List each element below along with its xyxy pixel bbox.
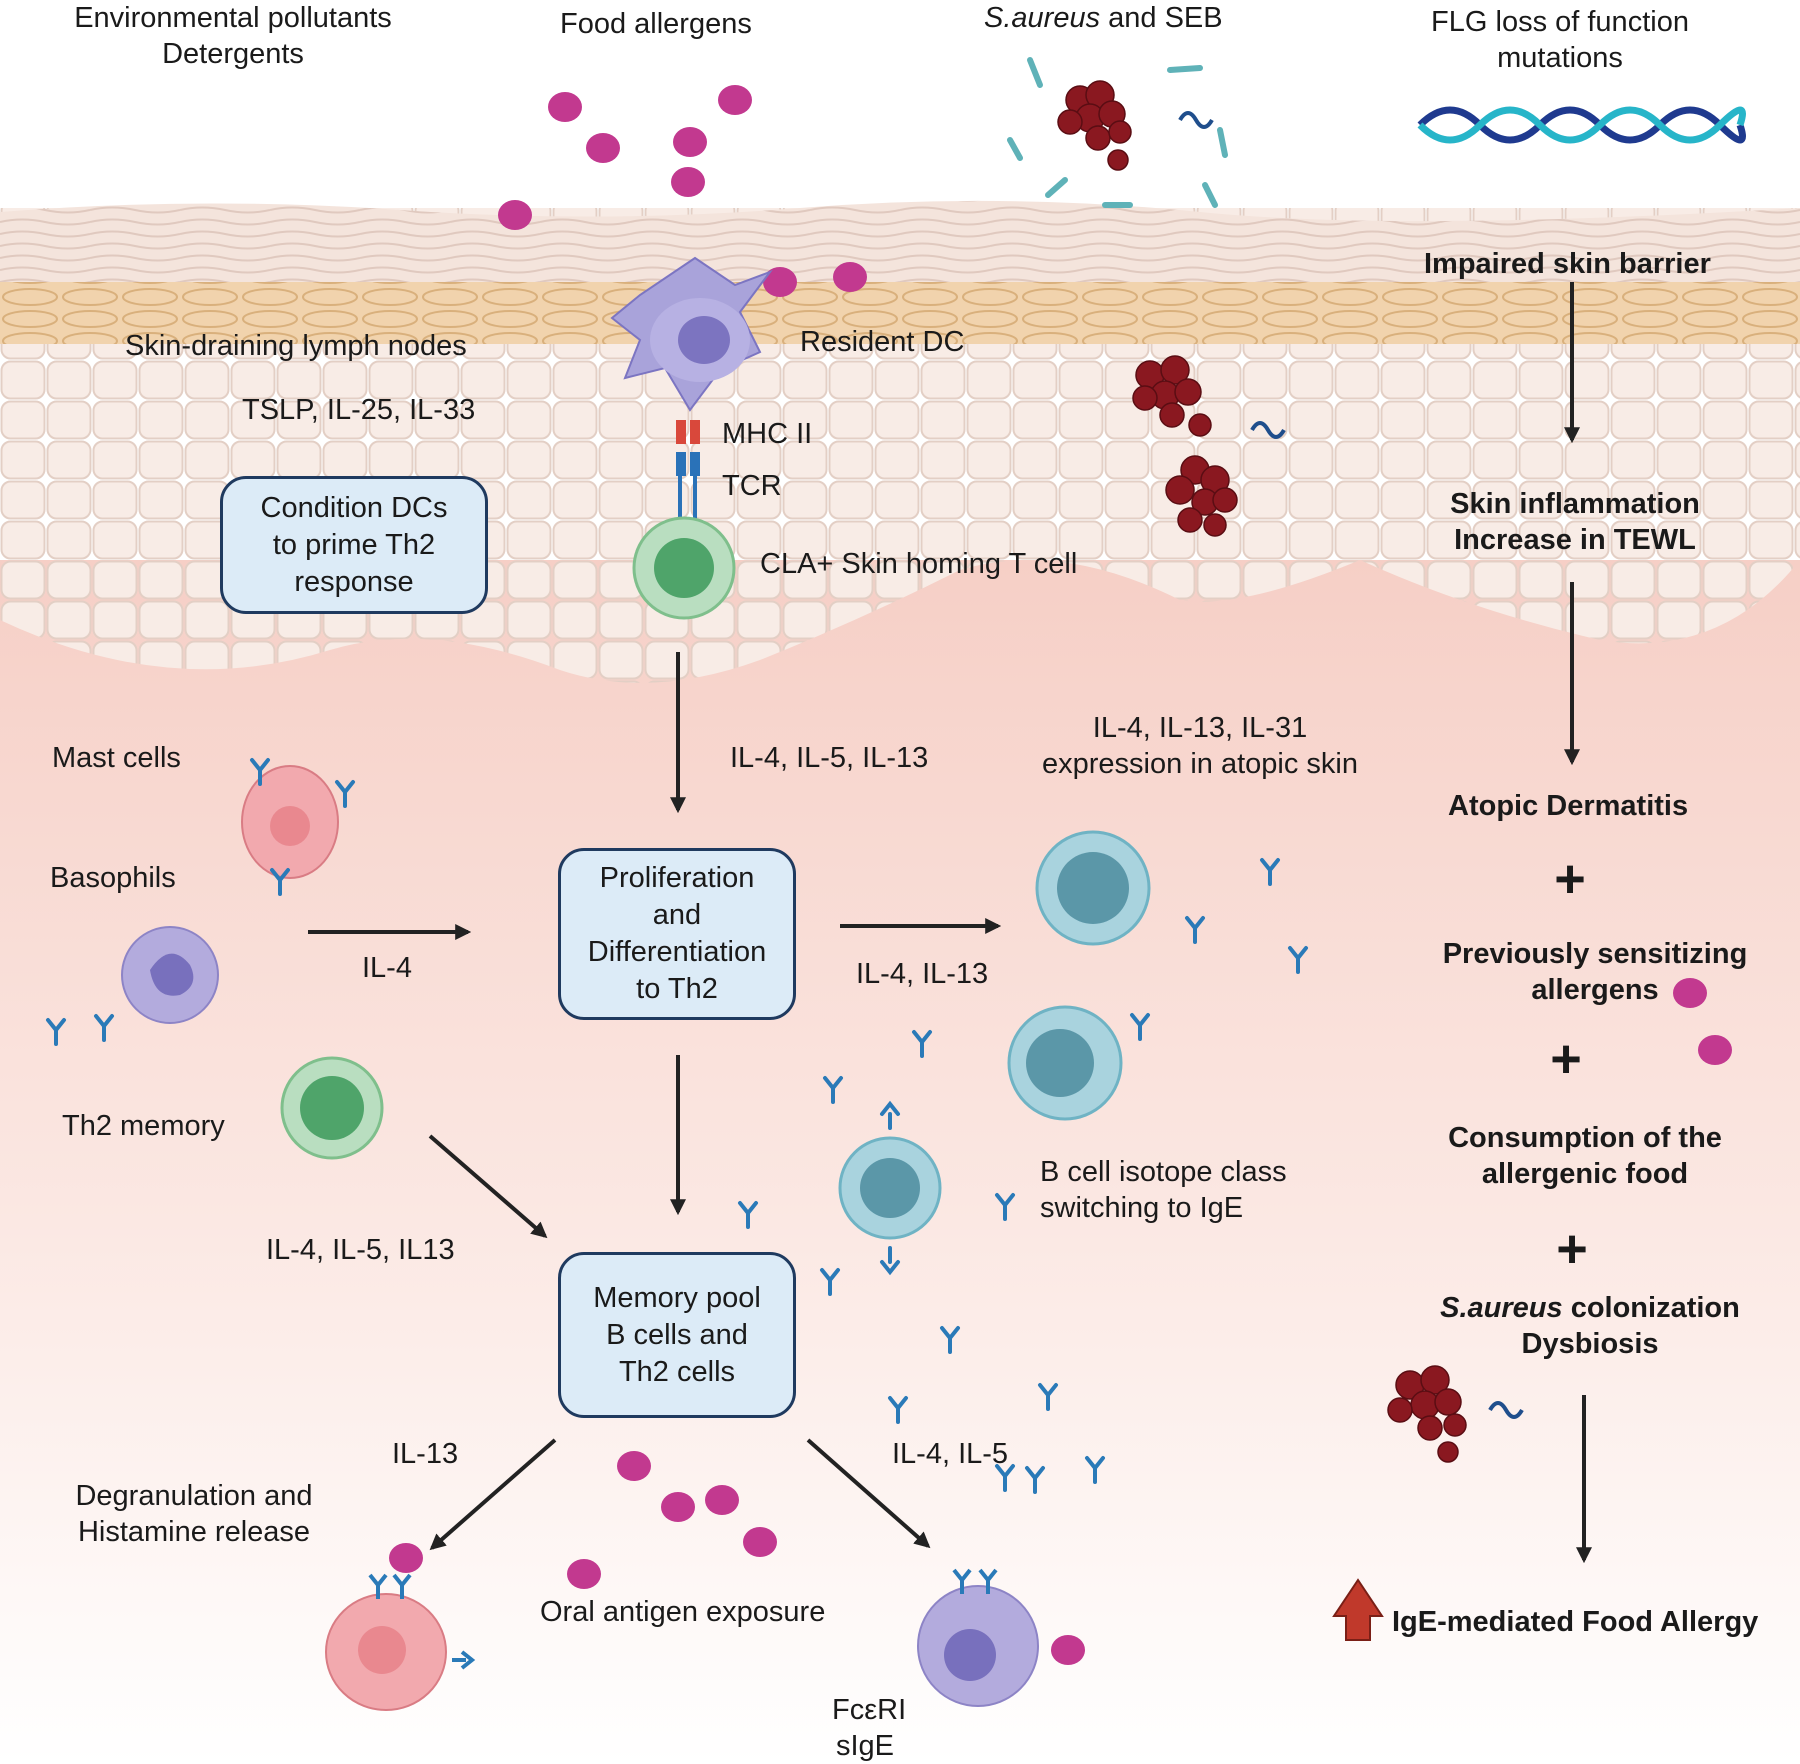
saureus-seb-label: S.aureus and SEB [984, 0, 1223, 36]
degranulating-mast-cell-icon [325, 1573, 476, 1711]
proliferation-box: Proliferation and Differentiation to Th2 [558, 848, 796, 1020]
il-4-13-label: IL-4, IL-13 [856, 958, 989, 990]
increase-arrow-icon [1332, 1578, 1384, 1641]
flow-arrows [308, 282, 1592, 1564]
allergen-particles [389, 85, 1732, 1665]
memory-pool-box: Memory pool B cells and Th2 cells [558, 1252, 796, 1418]
b-cell-switching-icon [1007, 1005, 1123, 1121]
fceri-label: FcεRI [832, 1694, 907, 1726]
il-4-5-13-label: IL-4, IL-5, IL-13 [730, 742, 929, 774]
pollutants-label: Environmental pollutants Detergents [74, 2, 392, 70]
saureus-skin-cluster-icon [1132, 355, 1238, 537]
flg-label: FLG loss of function mutations [1431, 6, 1689, 74]
atopic-dermatitis-label: Atopic Dermatitis [1448, 790, 1689, 822]
plus-sign: + [1556, 1219, 1588, 1279]
activated-basophil-icon [917, 1568, 1039, 1707]
dysbiosis-label: Dysbiosis [1521, 1328, 1659, 1360]
mast-cells-label: Mast cells [52, 742, 181, 774]
condition-dcs-box: Condition DCs to prime Th2 response [220, 476, 488, 614]
mast-cell-icon [241, 765, 339, 879]
ige-antibody-icons [46, 758, 1308, 1494]
saureus-italic: S.aureus [984, 2, 1101, 34]
b-cell-switching-label: B cell isotope class switching to IgE [1040, 1156, 1287, 1224]
il-4-5-il13-label: IL-4, IL-5, IL13 [266, 1234, 455, 1266]
consumption-label: Consumption of the allergenic food [1448, 1122, 1722, 1190]
oral-antigen-label: Oral antigen exposure [540, 1596, 826, 1628]
il-13-label: IL-13 [392, 1438, 459, 1470]
tcr-label: TCR [722, 470, 782, 502]
saureus-cluster-icon [1057, 80, 1132, 171]
sige-label: sIgE [836, 1730, 895, 1762]
plus-sign: + [1554, 849, 1586, 909]
t-cell-icon [632, 516, 736, 620]
colonization-text: colonization [1562, 1292, 1740, 1324]
impaired-barrier-label: Impaired skin barrier [1424, 248, 1711, 280]
th2-memory-label: Th2 memory [62, 1110, 225, 1142]
cytokines-label: TSLP, IL-25, IL-33 [242, 394, 476, 426]
basophils-label: Basophils [50, 862, 176, 894]
th2-memory-cell-icon [280, 1056, 384, 1160]
basophil-icon [121, 926, 219, 1024]
b-cell-icon [1035, 830, 1151, 946]
dendritic-cell-icon [610, 256, 773, 412]
saureus-colonization-label: S.aureus colonization [1420, 1290, 1760, 1326]
il-4-5-label: IL-4, IL-5 [892, 1438, 1009, 1470]
atopic-skin-cytokines-label: IL-4, IL-13, IL-31 expression in atopic … [1042, 712, 1358, 780]
resident-dc-label: Resident DC [800, 326, 965, 358]
il-4-label: IL-4 [362, 952, 412, 984]
mhc-label: MHC II [722, 418, 813, 450]
food-allergy-label: IgE-mediated Food Allergy [1392, 1606, 1759, 1638]
saureus-italic: S.aureus [1440, 1292, 1563, 1324]
lymph-nodes-label: Skin-draining lymph nodes [125, 330, 467, 362]
t-cell-label: CLA+ Skin homing T cell [760, 548, 1078, 580]
dna-helix-icon [1417, 106, 1746, 144]
seb-text: and SEB [1100, 2, 1223, 34]
plus-sign: + [1550, 1029, 1582, 1089]
saureus-dysbiosis-icon [1387, 1365, 1467, 1463]
previously-sensitizing-label: Previously sensitizing allergens [1442, 938, 1748, 1006]
inflammation-label: Skin inflammation Increase in TEWL [1450, 488, 1700, 556]
degranulation-label: Degranulation and Histamine release [75, 1480, 313, 1548]
plasma-b-cell-icon [838, 1136, 942, 1240]
food-allergens-label: Food allergens [560, 8, 752, 40]
